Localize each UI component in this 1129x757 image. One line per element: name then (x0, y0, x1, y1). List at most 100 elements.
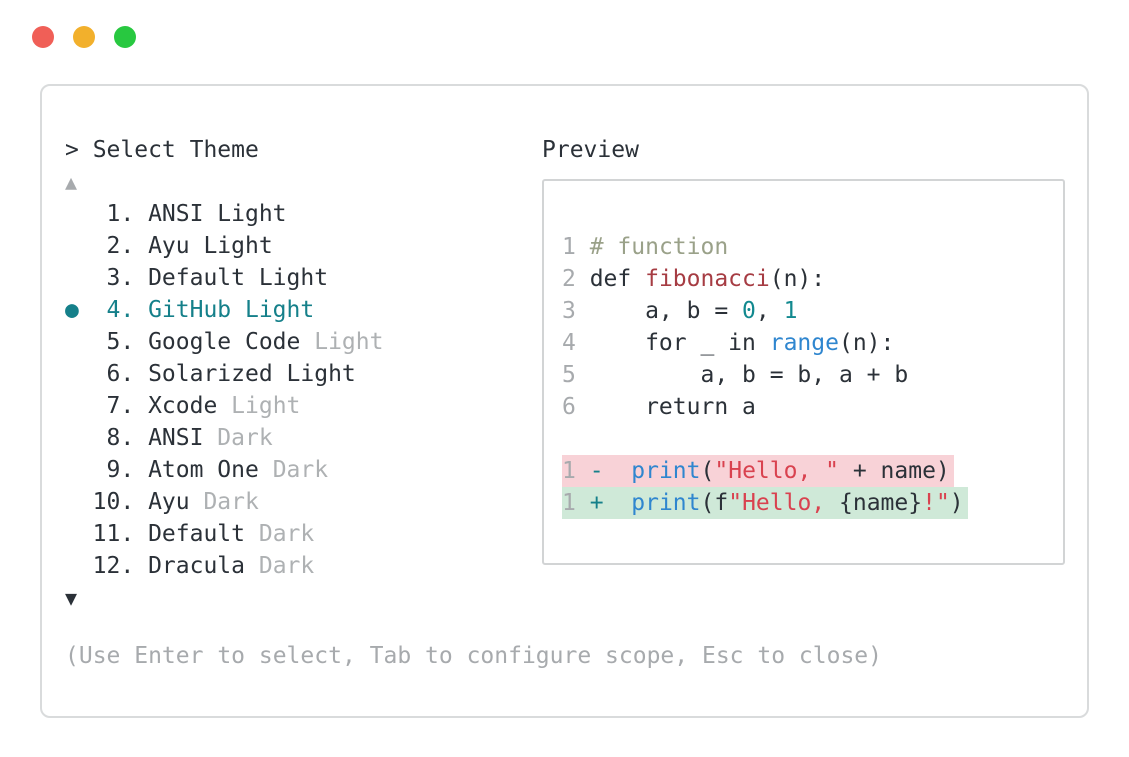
marker-spacer (65, 550, 79, 582)
keyboard-hints: (Use Enter to select, Tab to configure s… (65, 643, 882, 669)
code-token-string: !" (922, 490, 950, 516)
theme-item-number: 8. (106, 425, 135, 451)
theme-list-item[interactable]: 5. Google Code Light (65, 326, 535, 358)
line-number: 1 (562, 490, 576, 516)
zoom-button-icon[interactable] (114, 26, 136, 48)
scroll-down-icon[interactable]: ▼ (65, 586, 78, 610)
line-number: 4 (562, 330, 576, 356)
theme-item-number: 3. (106, 265, 135, 291)
line-number: 1 (562, 234, 576, 260)
theme-item-variant-label: Dark (245, 521, 315, 547)
theme-item-label: ANSI Dark (148, 425, 273, 451)
prompt-caret-icon: > (65, 137, 79, 163)
marker-spacer (65, 358, 79, 390)
code-token-blue: print (631, 490, 701, 516)
code-token-sign: - (589, 458, 604, 484)
theme-item-label: Ayu Dark (148, 489, 259, 515)
close-button-icon[interactable] (32, 26, 54, 48)
diff-block: 1 - print("Hello, " + name)1 + print(f"H… (562, 455, 1045, 519)
theme-list-item[interactable]: 12.Dracula Dark (65, 550, 535, 582)
selected-bullet-icon: ● (65, 297, 79, 323)
theme-list-item[interactable]: 7.Xcode Light (65, 390, 535, 422)
code-token-ink: (n): (838, 330, 895, 356)
code-token-blue: range (769, 330, 839, 356)
code-token-comment: # function (589, 234, 729, 260)
code-token-sign: + (589, 490, 604, 516)
theme-item-label: Default Dark (148, 521, 315, 547)
theme-item-number: 4. (106, 297, 135, 323)
theme-item-number: 1. (106, 201, 135, 227)
theme-item-number: 7. (106, 393, 135, 419)
theme-list-item[interactable]: 8. ANSI Dark (65, 422, 535, 454)
theme-item-number: 10. (92, 489, 135, 515)
code-token-string: "Hello, (728, 490, 839, 516)
code-token-number: 1 (783, 298, 798, 324)
theme-list-item[interactable]: 11. Default Dark (65, 518, 535, 550)
theme-item-number: 11. (92, 521, 135, 547)
code-token-ink: ( (700, 458, 715, 484)
minimize-button-icon[interactable] (73, 26, 95, 48)
theme-item-label: ANSI Light (148, 201, 287, 227)
marker-spacer (65, 326, 79, 358)
theme-list-item[interactable]: ● 4. GitHub Light (65, 294, 535, 326)
code-token-ink: {name} (839, 490, 923, 516)
page-title: Select Theme (92, 137, 259, 163)
theme-item-label: Ayu Light (148, 233, 273, 259)
theme-selector-panel: > Select Theme ▲ 1. ANSI Light 2. Ayu Ligh… (40, 84, 1089, 718)
prompt-header: > Select Theme (65, 134, 535, 166)
code-line: 2 def fibonacci(n): (562, 263, 825, 295)
marker-spacer (65, 518, 79, 550)
code-token-string: "Hello, " (714, 458, 839, 484)
theme-list: 1. ANSI Light 2. Ayu Light 3. Default Light… (65, 198, 535, 582)
theme-list-item[interactable]: 9.Atom One Dark (65, 454, 535, 486)
window-controls (32, 26, 136, 48)
code-token-number: 0 (742, 298, 756, 324)
theme-list-column: > Select Theme ▲ 1. ANSI Light 2. Ayu Ligh… (65, 134, 882, 672)
code-line: 4 for _ in range(n): (562, 327, 894, 359)
blank-line (562, 423, 576, 455)
theme-item-number: 2. (106, 233, 135, 259)
code-token-ink: (f (700, 490, 729, 516)
theme-list-item[interactable]: 10. Ayu Dark (65, 486, 535, 518)
theme-item-variant-label: Light (217, 393, 301, 419)
theme-list-item[interactable]: 3. Default Light (65, 262, 535, 294)
code-token-func: fibonacci (645, 266, 770, 292)
code-line: 1 # function (562, 231, 728, 263)
scroll-up-icon[interactable]: ▲ (65, 170, 78, 194)
theme-item-variant-label: Dark (203, 425, 273, 451)
preview-title: Preview (542, 137, 639, 163)
theme-item-number: 6. (106, 361, 135, 387)
theme-item-number: 5. (106, 329, 135, 355)
line-number: 1 (562, 458, 576, 484)
theme-item-label: Atom One Dark (148, 457, 329, 483)
theme-item-variant-label: Dark (189, 489, 259, 515)
code-token-ink: return a (575, 394, 756, 420)
marker-spacer (65, 198, 79, 230)
code-token-ink: for _ in (575, 330, 770, 356)
code-token-ink: def (575, 266, 646, 292)
code-token-ink: , (755, 298, 784, 324)
code-token-ink (604, 458, 632, 484)
theme-item-label: Default Light (148, 265, 329, 291)
code-token-ink (576, 458, 590, 484)
marker-spacer (65, 390, 79, 422)
theme-item-label: Solarized Light (148, 361, 356, 387)
line-number: 5 (562, 362, 576, 388)
code-token-ink: a, b = b, a + b (575, 362, 909, 388)
theme-item-label: Dracula Dark (148, 553, 315, 579)
theme-list-item[interactable]: 6. Solarized Light (65, 358, 535, 390)
theme-list-item[interactable]: 2. Ayu Light (65, 230, 535, 262)
theme-item-label: GitHub Light (148, 297, 315, 323)
code-token-blue: print (631, 458, 701, 484)
theme-list-item[interactable]: 1. ANSI Light (65, 198, 535, 230)
code-line: 3 a, b = 0, 1 (562, 295, 797, 327)
code-line: 6 return a (562, 391, 756, 423)
code-token-ink (576, 490, 590, 516)
theme-item-label: Google Code Light (148, 329, 384, 355)
code-token-ink: ) (949, 490, 964, 516)
code-token-ink (576, 234, 590, 260)
theme-item-variant-label: Dark (258, 457, 329, 483)
